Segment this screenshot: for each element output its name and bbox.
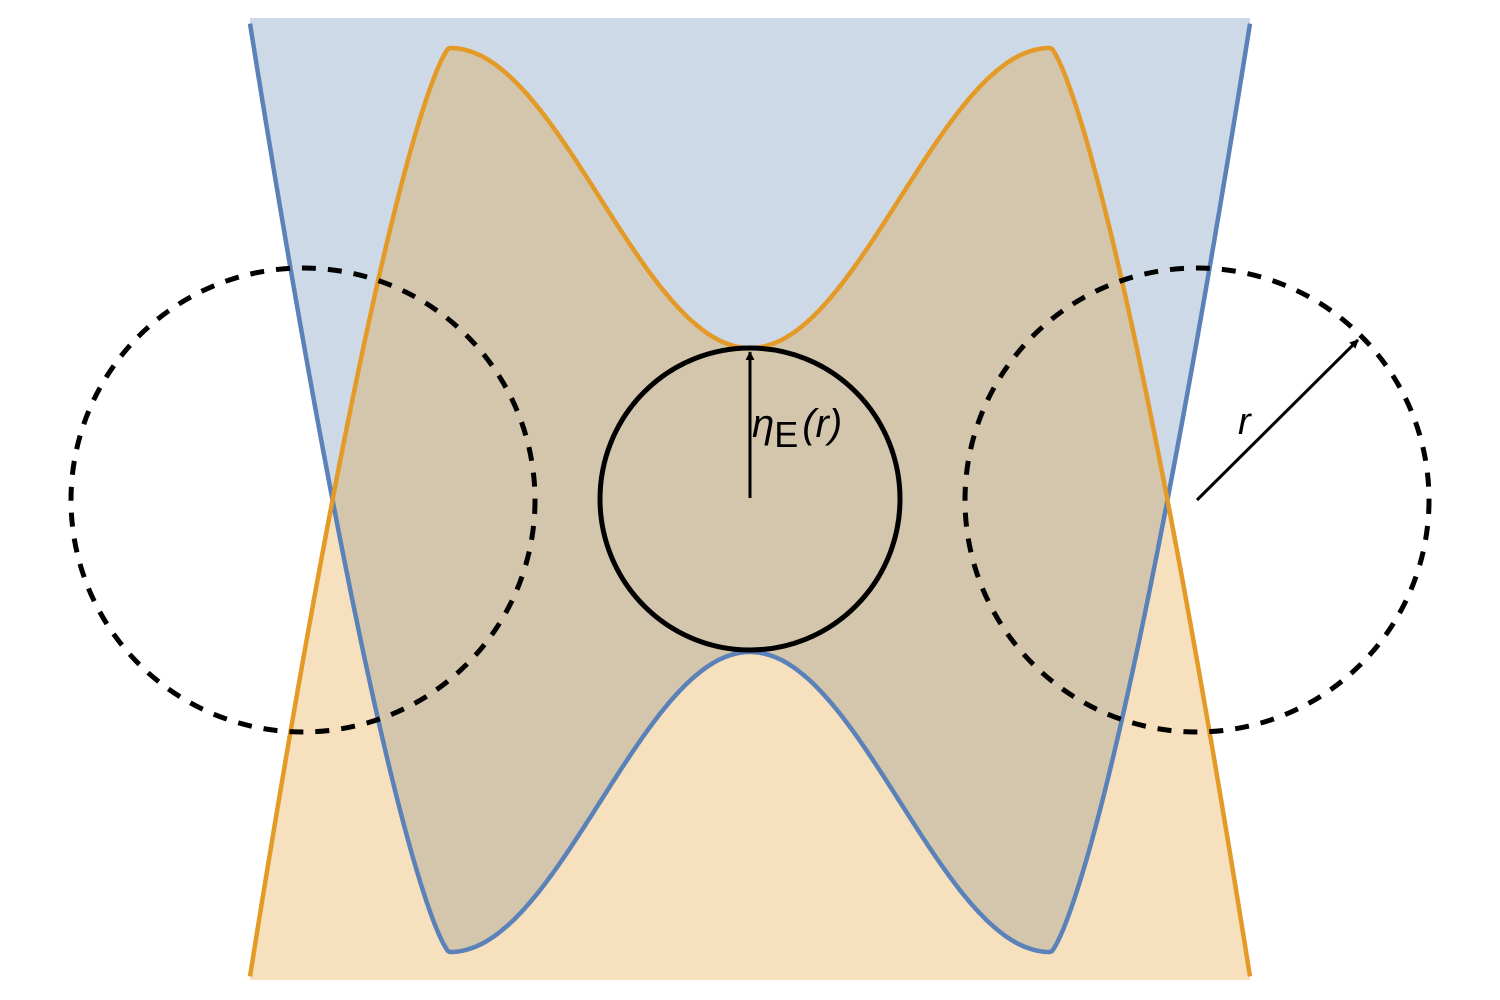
right-dashed-circle [962, 265, 1432, 735]
left-dashed-circle [68, 265, 538, 735]
eta-symbol: η [752, 402, 774, 446]
overlap-region [250, 48, 1250, 952]
eta-argument: (r) [802, 402, 842, 446]
eta-label: ηE(r) [752, 402, 842, 455]
eta-subscript: E [774, 414, 798, 455]
central-circle [597, 345, 903, 653]
radius-label: r [1238, 401, 1252, 443]
radius-arrow [1195, 338, 1360, 502]
